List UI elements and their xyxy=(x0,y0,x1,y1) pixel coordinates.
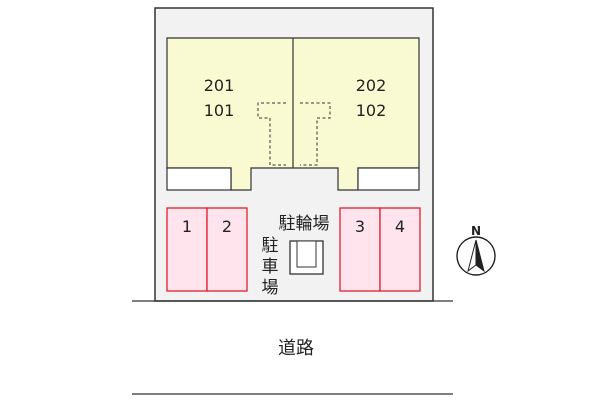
unit-102-label: 102 xyxy=(356,101,387,120)
parking-space-1-label: 1 xyxy=(182,217,192,236)
unit-202-label: 202 xyxy=(356,76,387,95)
bicycle-parking-inner xyxy=(296,240,317,268)
stair-outline-right xyxy=(300,102,331,166)
compass-needle-dark xyxy=(475,239,485,273)
parking-label-char-2: 車 xyxy=(262,257,279,277)
unit-201-label: 201 xyxy=(204,76,235,95)
stair-outline-left xyxy=(257,102,286,166)
compass-north-label: N xyxy=(471,224,481,238)
balcony-left xyxy=(166,167,232,191)
unit-101-label: 101 xyxy=(204,101,235,120)
parking-space-4 xyxy=(379,207,421,292)
parking-space-2 xyxy=(206,207,248,292)
parking-space-2-label: 2 xyxy=(222,217,232,236)
parking-label-char-1: 駐 xyxy=(262,236,279,256)
road-label: 道路 xyxy=(278,338,314,359)
bicycle-parking-label: 駐輪場 xyxy=(279,214,330,234)
parking-label-char-3: 場 xyxy=(262,278,279,298)
parking-space-4-label: 4 xyxy=(395,217,405,236)
balcony-right xyxy=(357,167,420,191)
parking-space-3-label: 3 xyxy=(355,217,365,236)
parking-space-1 xyxy=(166,207,208,292)
compass: N xyxy=(456,224,496,276)
